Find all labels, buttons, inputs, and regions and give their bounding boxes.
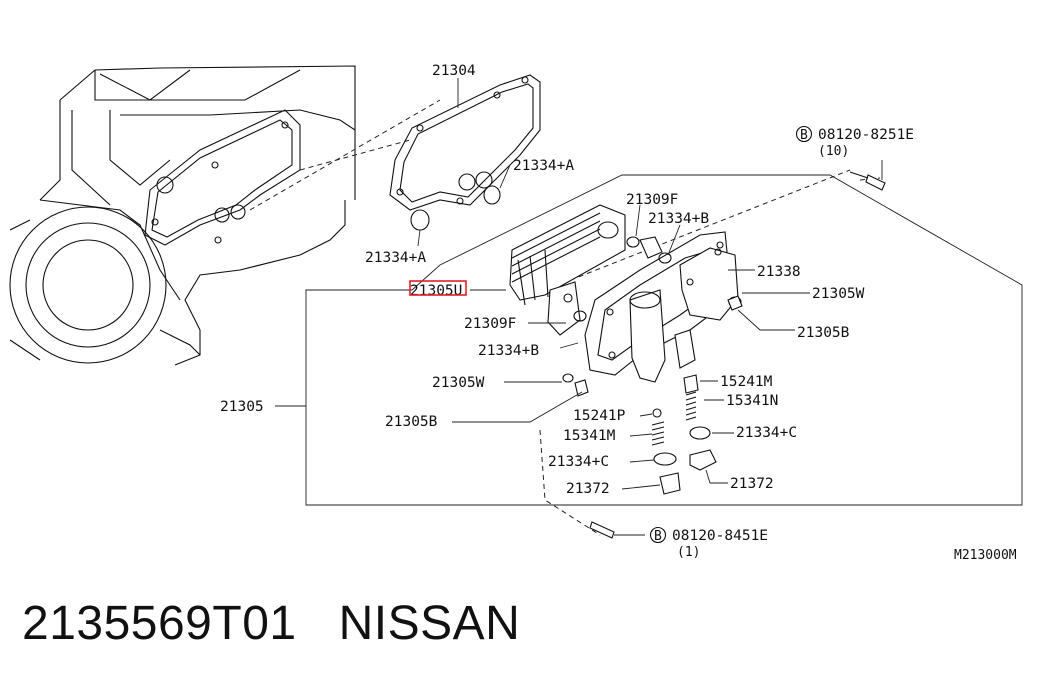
label-21305u[interactable]: 21305U [410,283,462,299]
label-15341n[interactable]: 15341N [726,393,778,409]
gasket-21304-drawing [389,74,541,231]
label-08120-8451e[interactable]: 08120-8451E [672,528,768,544]
label-21305b-right[interactable]: 21305B [797,325,850,341]
label-qty-10: (10) [818,144,849,159]
label-21305w-right[interactable]: 21305W [812,286,865,302]
bolt-marker-top [795,125,813,143]
label-15341m[interactable]: 15341M [563,428,616,444]
highlight-box-21305u [409,280,467,296]
label-15241m[interactable]: 15241M [720,374,773,390]
label-21334b-top[interactable]: 21334+B [648,211,709,227]
label-21305b-left[interactable]: 21305B [385,414,438,430]
label-21334b-left[interactable]: 21334+B [478,343,539,359]
label-15241p[interactable]: 15241P [573,408,626,424]
bolt-marker-bottom-letter: B [654,529,662,544]
footer-part-number: 2135569T01 [22,597,297,650]
label-21334a-top[interactable]: 21334+A [513,158,574,174]
label-21304[interactable]: 21304 [432,63,476,79]
label-21309f-left[interactable]: 21309F [464,316,516,332]
footer-brand: NISSAN [338,597,521,650]
label-21334a-left[interactable]: 21334+A [365,250,426,266]
label-08120-8251e[interactable]: 08120-8251E [818,127,914,143]
label-21305[interactable]: 21305 [220,399,264,415]
diagram-code: M213000M [954,548,1017,563]
label-21372-left[interactable]: 21372 [566,481,610,497]
bolt-marker-bottom [649,526,667,544]
label-21305w-left[interactable]: 21305W [432,375,485,391]
label-qty-1: (1) [677,545,700,560]
bolt-marker-top-letter: B [800,128,808,143]
footer-caption: 2135569T01 NISSAN [22,596,562,651]
label-21338[interactable]: 21338 [757,264,801,280]
oil-cooler-drawing [509,171,886,539]
label-21334c-right[interactable]: 21334+C [736,425,797,441]
label-21334c-left[interactable]: 21334+C [548,454,609,470]
label-21309f-top[interactable]: 21309F [626,192,678,208]
engine-block-drawing [9,65,356,366]
leader-lines [275,78,883,536]
label-21372-right[interactable]: 21372 [730,476,774,492]
